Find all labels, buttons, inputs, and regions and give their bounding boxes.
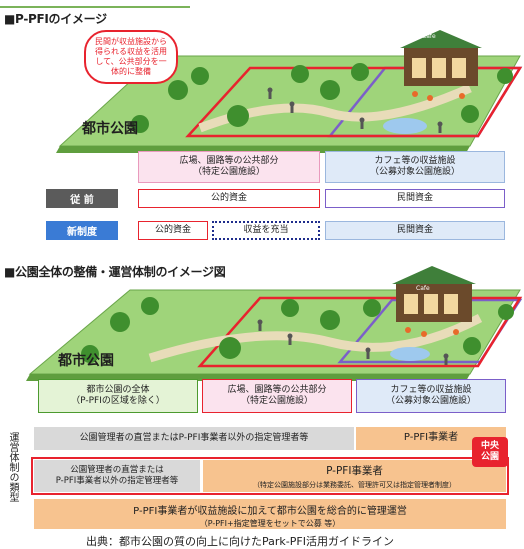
row1-right: P-PFI事業者 — [356, 427, 506, 450]
cafe-area-box-2: カフェ等の収益施設 （公募対象公園施設） — [356, 379, 506, 413]
section1-title: ■P-PFIのイメージ — [4, 12, 107, 26]
park-illustration-1 — [56, 30, 523, 153]
new-system-tag: 新制度 — [46, 221, 118, 240]
revenue-callout: 民間が収益施設から得られる収益を活用して、公共部分を一体的に整備 — [84, 30, 178, 84]
cafe-sign-2: Cafe — [416, 285, 430, 292]
before-private-funds: 民間資金 — [325, 189, 505, 208]
row3-sub: （P-PFI+指定管理をセットで公募 等） — [199, 519, 341, 528]
central-park-badge: 中央 公園 — [472, 437, 508, 467]
new-private-funds: 民間資金 — [325, 221, 505, 240]
whole-park-box: 都市公園の全体 （P-PFIの区域を除く） — [38, 379, 198, 413]
park-label-1: 都市公園 — [82, 121, 138, 137]
row1-left: 公園管理者の直営またはP-PFI事業者以外の指定管理者等 — [34, 427, 354, 450]
source-citation: 出典：都市公園の質の向上に向けたPark-PFI活用ガイドライン — [86, 535, 394, 548]
new-revenue-allocation: 収益を充当 — [212, 221, 320, 240]
row2-left: 公園管理者の直営または P-PFI事業者以外の指定管理者等 — [34, 460, 200, 492]
before-public-funds: 公的資金 — [138, 189, 320, 208]
row2-right-sub: （特定公園施設部分は業務委託、管理許可又は指定管理者制度） — [253, 481, 456, 489]
row3-main: P-PFI事業者が収益施設に加えて都市公園を総合的に管理運営 — [133, 506, 407, 517]
public-area-box: 広場、園路等の公共部分 （特定公園施設） — [138, 151, 320, 183]
header-rule — [0, 6, 190, 8]
before-tag: 従 前 — [46, 189, 118, 208]
section2-title: ■公園全体の整備・運営体制のイメージ図 — [4, 265, 226, 279]
row2-highlight — [31, 457, 509, 495]
cafe-sign-1: Cafe — [422, 33, 436, 40]
new-public-funds: 公的資金 — [138, 221, 208, 240]
cafe-area-box: カフェ等の収益施設 （公募対象公園施設） — [325, 151, 505, 183]
row3: P-PFI事業者が収益施設に加えて都市公園を総合的に管理運営 （P-PFI+指定… — [34, 499, 506, 529]
side-label: 運営体制の類型 — [7, 432, 18, 502]
row2-right-title: P-PFI事業者 — [326, 465, 383, 477]
public-area-box-2: 広場、園路等の公共部分 （特定公園施設） — [202, 379, 352, 413]
park-label-2: 都市公園 — [58, 353, 114, 369]
row2-right: P-PFI事業者 （特定公園施設部分は業務委託、管理許可又は指定管理者制度） — [203, 460, 506, 492]
